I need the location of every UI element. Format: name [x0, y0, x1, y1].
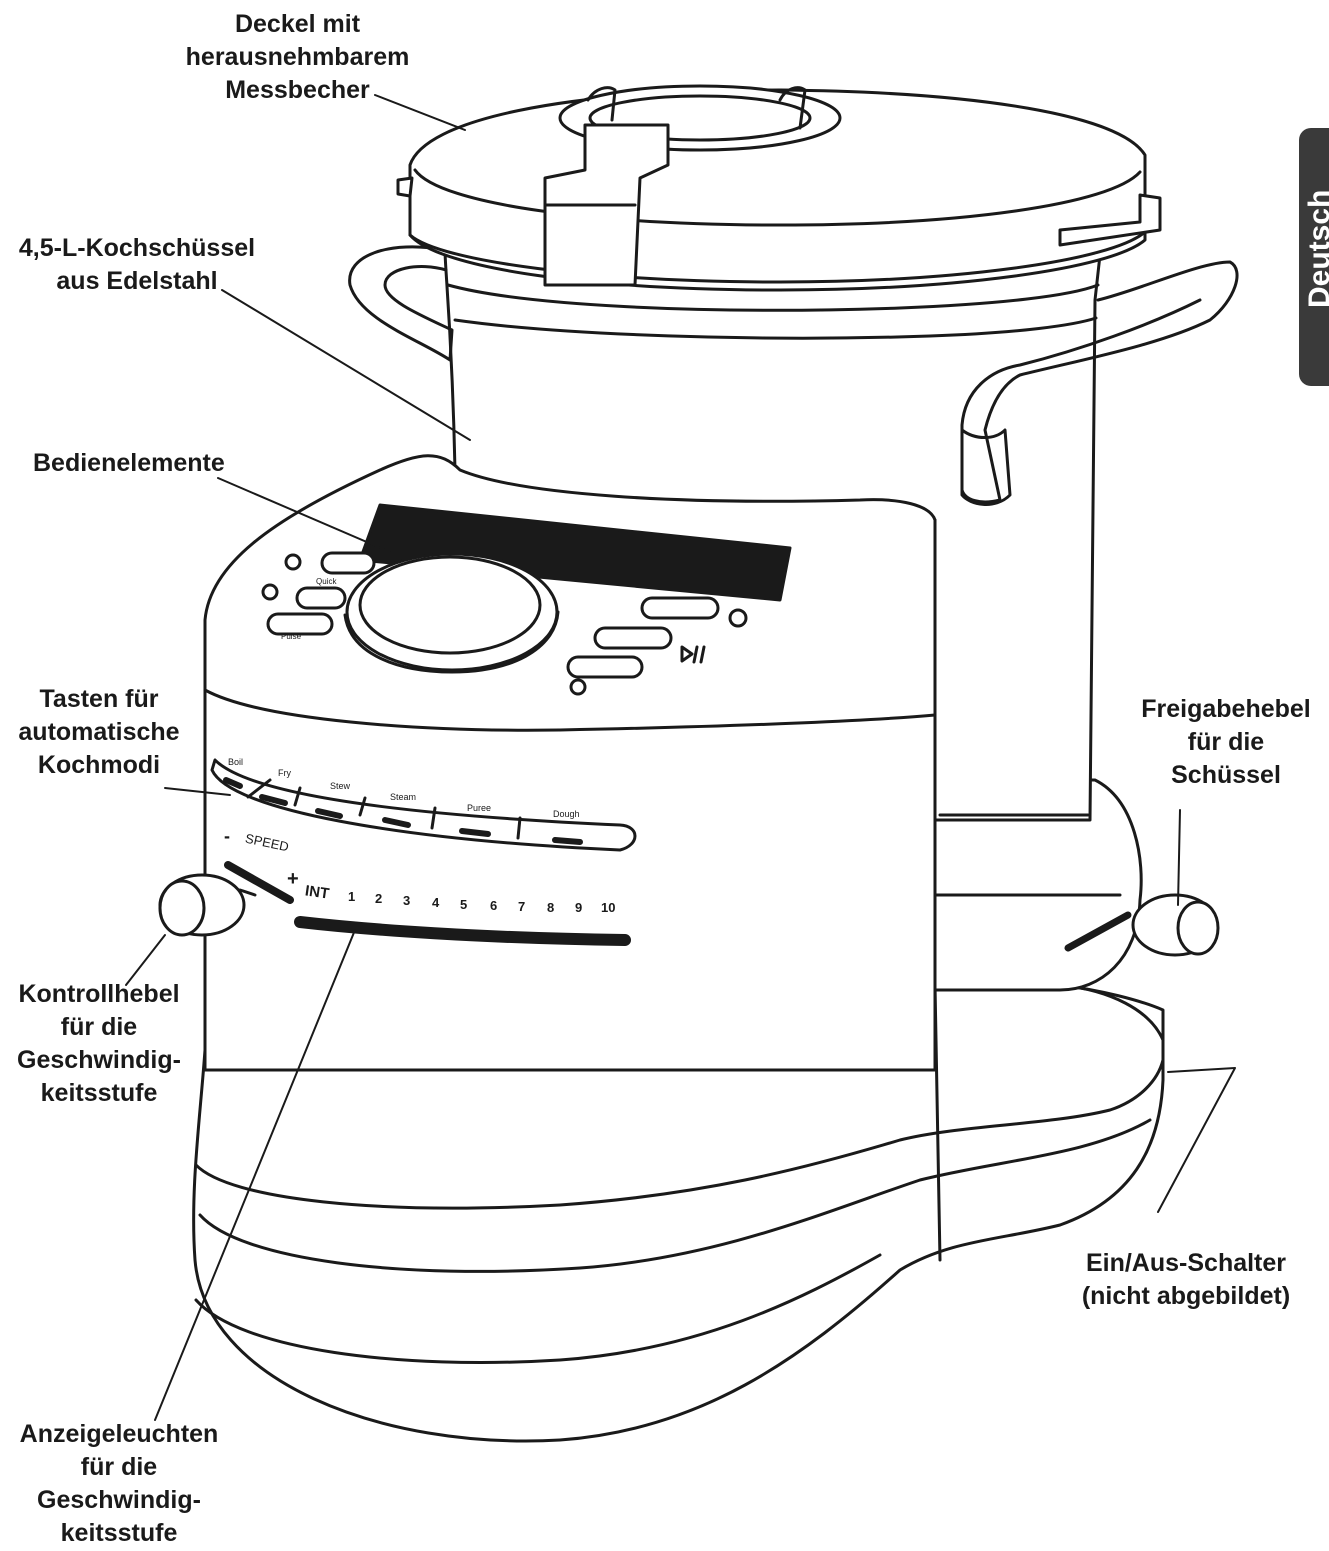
- speed-lever: [158, 861, 631, 946]
- callout-lid-line-3: Messbecher: [225, 76, 370, 104]
- release-lever: [1131, 893, 1220, 957]
- callout-release-lever: Freigabehebel für die Schüssel: [1128, 693, 1324, 792]
- speed-tick-4: 4: [432, 895, 440, 910]
- callout-speed-lever-line-4: keitsstufe: [40, 1079, 158, 1107]
- callout-speed-lights-line-1: Anzeigeleuchten: [19, 1420, 219, 1448]
- speed-tick-5: 5: [460, 897, 468, 912]
- callout-controls-line-1: Bedienelemente: [33, 449, 225, 477]
- speed-scale: INT 1 2 3 4 5 6 7 8 9 10: [303, 882, 635, 915]
- callout-speed-lever-line-1: Kontrollhebel: [18, 980, 180, 1008]
- callout-modes-line-3: Kochmodi: [37, 751, 161, 779]
- speed-tick-int: INT: [303, 882, 331, 903]
- mode-fry: Fry: [278, 768, 291, 778]
- callout-release-lever-line-2: für die: [1187, 728, 1265, 756]
- control-panel: [261, 503, 792, 696]
- callout-modes-line-1: Tasten für: [39, 685, 159, 713]
- mode-dough: Dough: [553, 809, 580, 819]
- speed-minus: -: [224, 826, 230, 846]
- lid: [396, 84, 1162, 292]
- speed-tick-9: 9: [575, 900, 583, 915]
- callout-speed-lever-line-3: Geschwindig-: [17, 1046, 181, 1074]
- mode-boil: Boil: [228, 757, 244, 767]
- callout-release-lever-line-1: Freigabehebel: [1141, 695, 1311, 723]
- speed-tick-1: 1: [348, 889, 356, 904]
- callout-bowl-line-2: aus Edelstahl: [56, 267, 218, 295]
- panel-quick: Quick: [316, 577, 337, 586]
- speed-tick-3: 3: [403, 893, 411, 908]
- callout-lid-line-2: herausnehmbarem: [185, 43, 410, 71]
- callout-lid-line-1: Deckel mit: [234, 10, 361, 38]
- speed-tick-2: 2: [375, 891, 383, 906]
- callout-speed-lever: Kontrollhebel für die Geschwindig- keits…: [4, 978, 194, 1110]
- leader-lines: [125, 94, 1236, 1421]
- callout-bowl: 4,5-L-Kochschüssel aus Edelstahl: [6, 232, 268, 298]
- mode-stew: Stew: [330, 781, 351, 791]
- callout-speed-lever-line-2: für die: [60, 1013, 138, 1041]
- speed-tick-7: 7: [518, 899, 526, 914]
- language-tab: Deutsch: [1299, 128, 1329, 386]
- speed-plus: +: [287, 868, 299, 890]
- language-tab-label: Deutsch: [1303, 189, 1329, 308]
- callout-release-lever-line-3: Schüssel: [1171, 761, 1281, 789]
- callout-speed-lights-line-4: keitsstufe: [60, 1519, 178, 1547]
- callout-lid: Deckel mit herausnehmbarem Messbecher: [170, 8, 425, 107]
- callout-speed-lights: Anzeigeleuchten für die Geschwindig- kei…: [4, 1418, 234, 1550]
- callout-modes-line-2: automatische: [18, 718, 180, 746]
- callout-controls: Bedienelemente: [33, 447, 225, 480]
- callout-speed-lights-line-2: für die: [80, 1453, 158, 1481]
- bowl-support: [928, 778, 1143, 992]
- mode-button-strip: [210, 758, 637, 852]
- callout-power-switch-line-2: (nicht abgebildet): [1081, 1282, 1291, 1310]
- speed-tick-10: 10: [601, 900, 616, 915]
- callout-power-switch: Ein/Aus-Schalter (nicht abgebildet): [1058, 1247, 1314, 1313]
- callout-modes: Tasten für automatische Kochmodi: [4, 683, 194, 782]
- callout-bowl-line-1: 4,5-L-Kochschüssel: [18, 234, 256, 262]
- callout-power-switch-line-1: Ein/Aus-Schalter: [1085, 1249, 1287, 1277]
- panel-pulse: Pulse: [281, 632, 302, 641]
- speed-tick-6: 6: [490, 898, 498, 913]
- speed-tick-8: 8: [547, 900, 555, 915]
- callout-speed-lights-line-3: Geschwindig-: [37, 1486, 201, 1514]
- mode-steam: Steam: [390, 792, 417, 802]
- mode-puree: Puree: [467, 803, 492, 813]
